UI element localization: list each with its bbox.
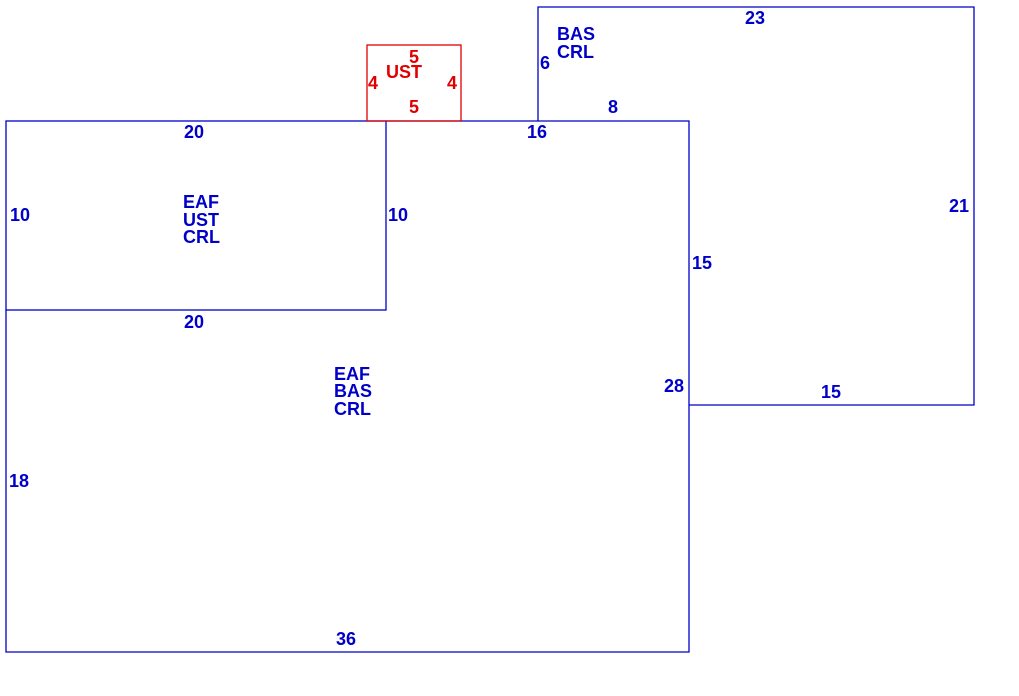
upper-area-dim-bottom: 20 (184, 312, 204, 332)
upper-area-label-1: EAF (183, 192, 219, 212)
small-area-dim-left: 4 (368, 73, 378, 93)
upper-area-dim-left: 10 (10, 205, 30, 225)
basement-area-outline (537, 6, 975, 406)
basement-area-dim-inner-left: 15 (692, 253, 712, 273)
basement-area-dim-bottom: 15 (821, 382, 841, 402)
basement-area-dim-right: 21 (949, 196, 969, 216)
upper-area-label-3: CRL (183, 227, 220, 247)
basement-area-label-2: CRL (557, 42, 594, 62)
main-area-label-3: CRL (334, 399, 371, 419)
upper-area-label-2: UST (183, 210, 219, 230)
area-labels: EAF UST CRL EAF BAS CRL BAS CRL UST (183, 24, 595, 419)
small-area-outline (366, 44, 462, 122)
main-area-dim-left: 18 (9, 471, 29, 491)
basement-area-dim-top: 23 (745, 8, 765, 28)
basement-area-dim-inner-top: 8 (608, 97, 618, 117)
basement-area-dim-left: 6 (540, 53, 550, 73)
small-area-dim-bottom: 5 (409, 97, 419, 117)
small-area-dim-top: 5 (409, 47, 419, 67)
upper-area-dim-right: 10 (388, 205, 408, 225)
main-area-dim-top: 16 (527, 122, 547, 142)
dimension-labels: 20 10 10 20 16 18 28 36 23 6 8 15 15 21 … (9, 8, 969, 649)
upper-area-dim-top: 20 (184, 122, 204, 142)
basement-area-label-1: BAS (557, 24, 595, 44)
main-area-label-2: BAS (334, 381, 372, 401)
main-area-dim-bottom: 36 (336, 629, 356, 649)
upper-area-outline (5, 120, 387, 311)
main-area-outline (5, 120, 690, 653)
main-area-label-1: EAF (334, 364, 370, 384)
main-area-dim-right: 28 (664, 376, 684, 396)
outline-layer (5, 6, 975, 653)
small-area-dim-right: 4 (447, 73, 457, 93)
small-area-label: UST (386, 62, 422, 82)
